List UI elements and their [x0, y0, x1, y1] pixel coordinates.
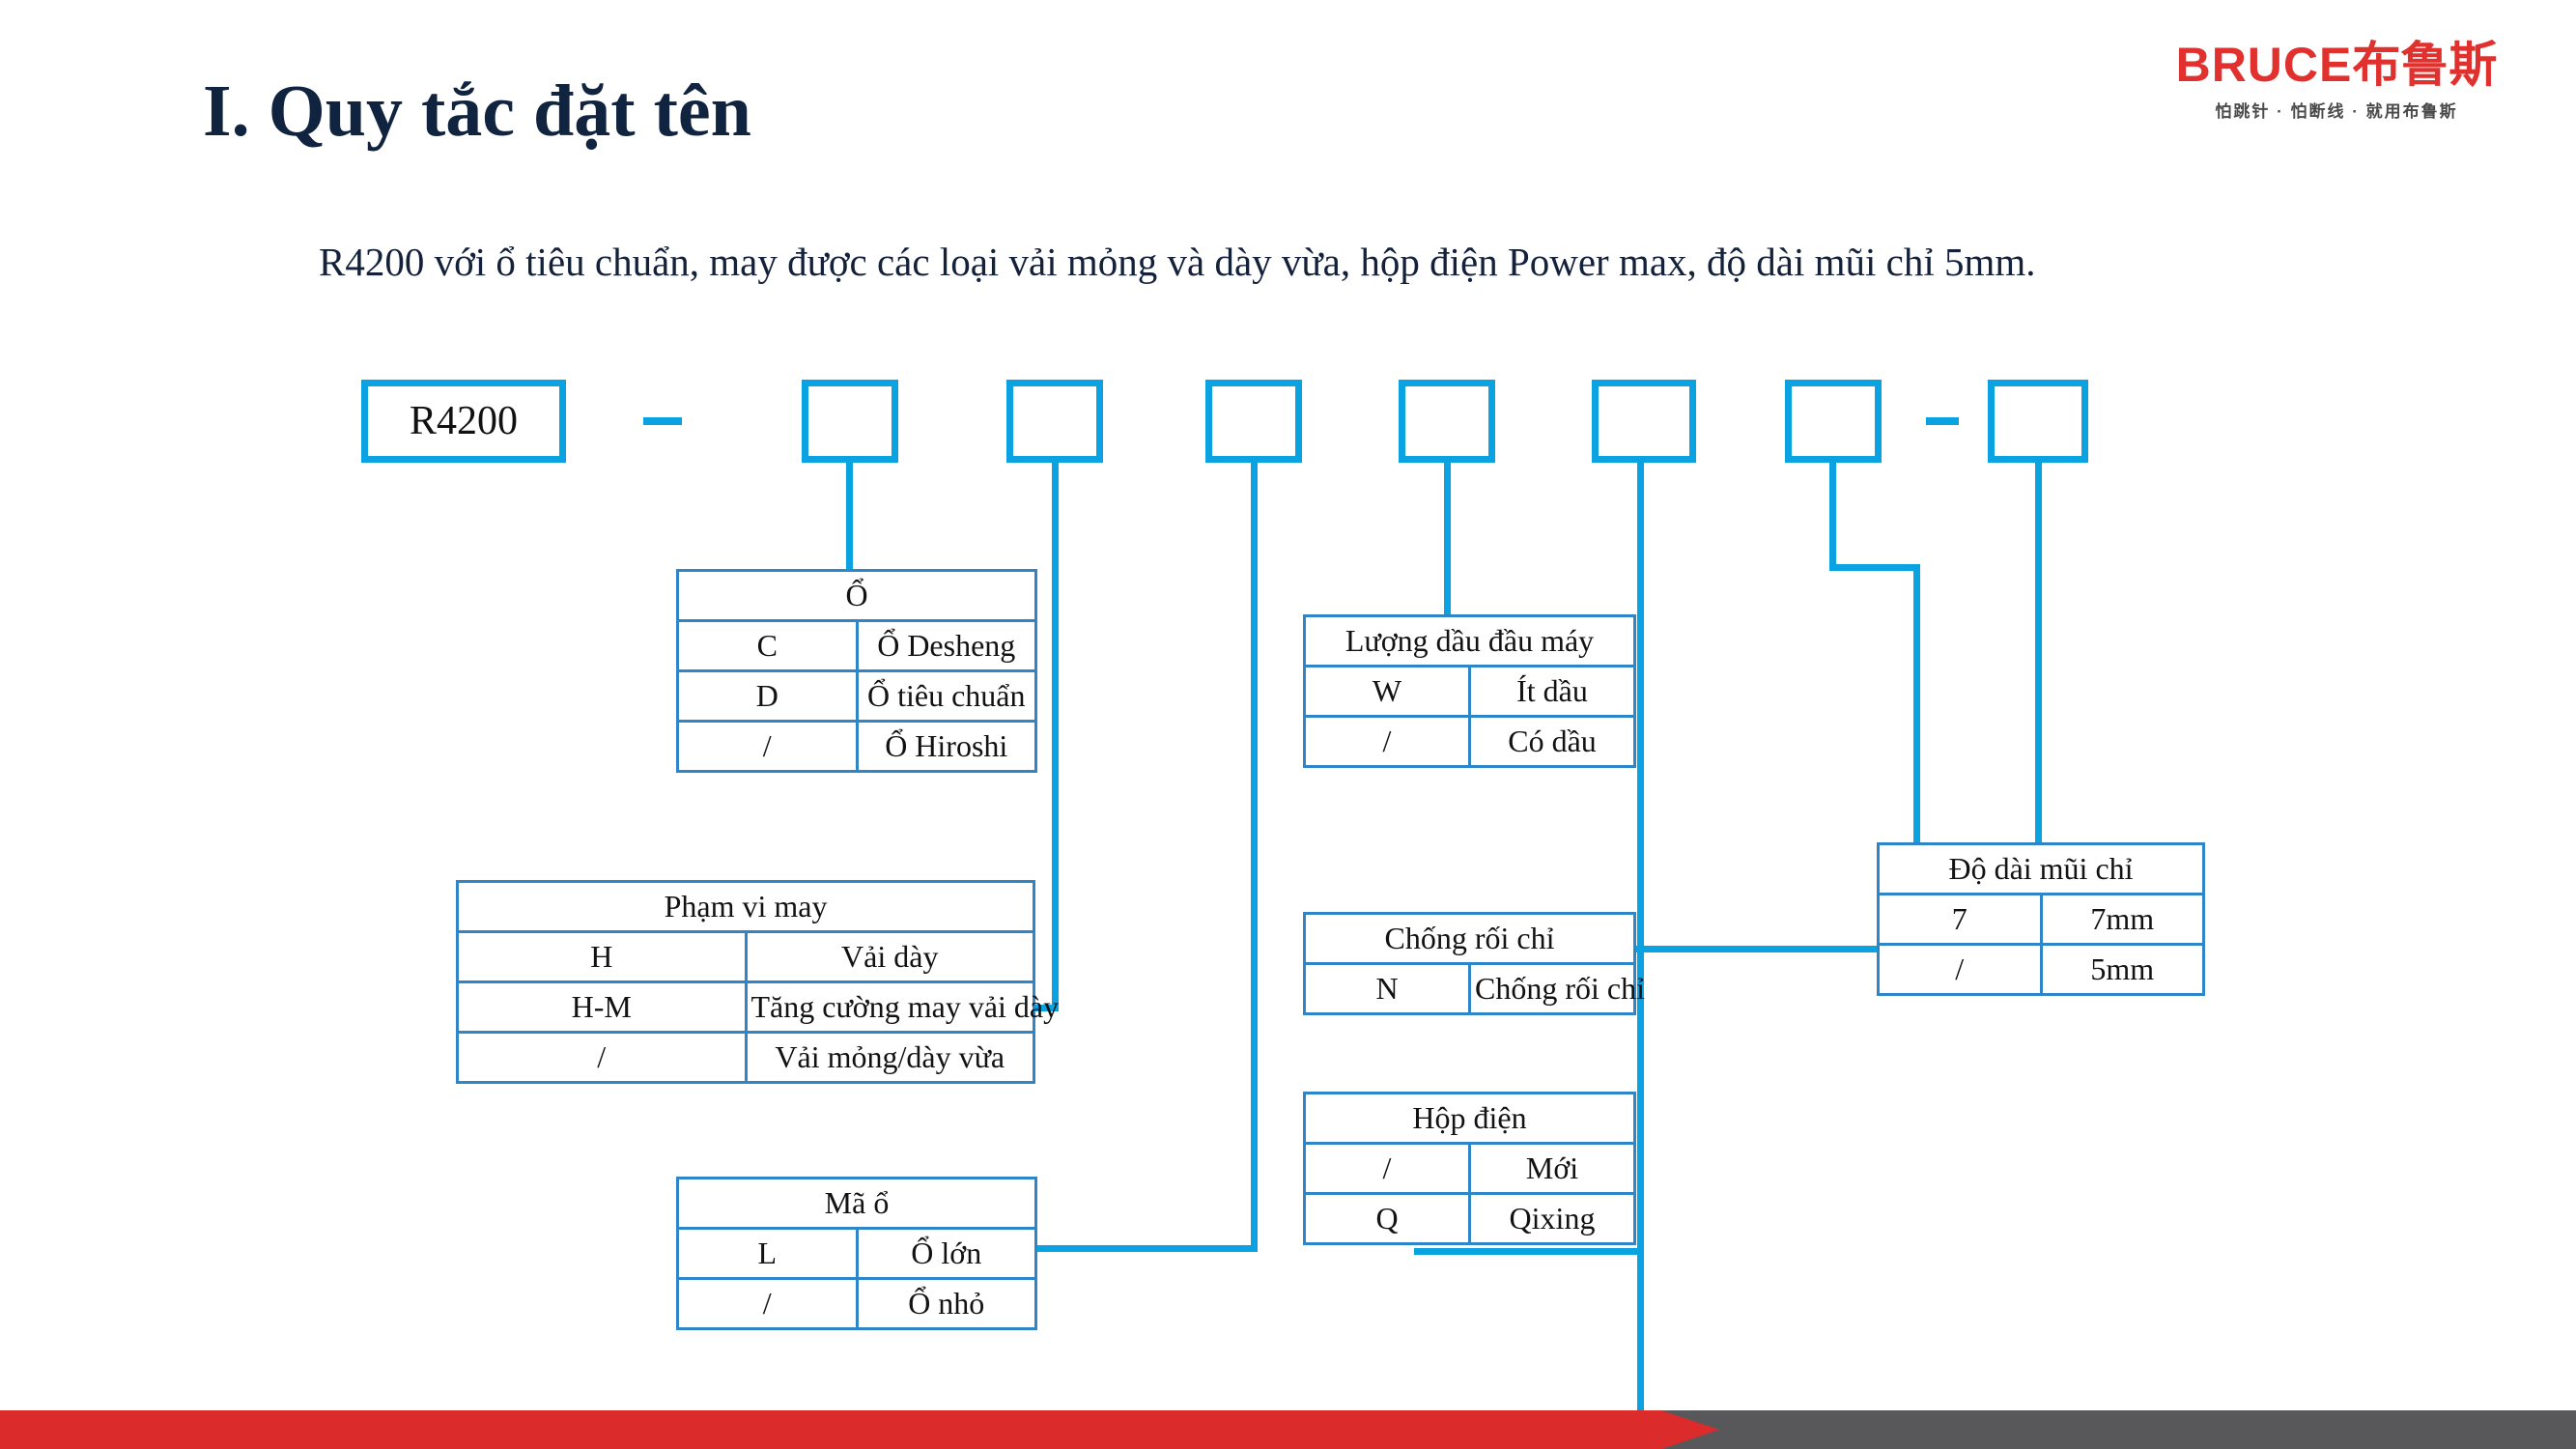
connector-box6-seg1 — [1829, 463, 1836, 571]
connector-box2-vert — [1052, 463, 1059, 1011]
table-ma-o-code-1: / — [676, 1277, 859, 1330]
brand-logo: BRUCE布鲁斯 怕跳针 · 怕断线 · 就用布鲁斯 — [2134, 41, 2539, 122]
code-box-7[interactable] — [1988, 380, 2088, 463]
connector-box5-horz — [1414, 1248, 1644, 1255]
footer-bar — [0, 1410, 2576, 1449]
table-hop-dien-desc-1: Qixing — [1468, 1192, 1636, 1245]
table-o-code-2: / — [676, 720, 859, 773]
code-box-6[interactable] — [1785, 380, 1882, 463]
footer-bar-red — [0, 1410, 1719, 1449]
table-row: / Vải mỏng/dày vừa — [456, 1031, 1035, 1084]
table-row: / Có dầu — [1303, 715, 1636, 768]
logo-latin-text: BRUCE — [2175, 38, 2353, 92]
table-row: N Chống rối chỉ — [1303, 962, 1645, 1015]
table-o-desc-1: Ổ tiêu chuẩn — [855, 669, 1037, 723]
table-header-row: Lượng dầu đầu máy — [1303, 614, 1636, 668]
table-pham-vi-may-desc-1: Tăng cường may vải dày — [744, 980, 1059, 1034]
code-box-1[interactable] — [802, 380, 898, 463]
table-row: H-M Tăng cường may vải dày — [456, 980, 1059, 1034]
table-o: Ổ C Ổ Desheng D Ổ tiêu chuẩn / Ổ Hiroshi — [676, 569, 1037, 773]
page-subtitle: R4200 với ổ tiêu chuẩn, may được các loạ… — [319, 240, 2036, 284]
table-hop-dien-desc-0: Mới — [1468, 1142, 1636, 1195]
table-header-row: Chống rối chỉ — [1303, 912, 1636, 965]
logo-tagline: 怕跳针 · 怕断线 · 就用布鲁斯 — [2215, 102, 2458, 121]
connector-box7-to-dodai — [2035, 463, 2042, 851]
table-pham-vi-may-code-2: / — [456, 1031, 748, 1084]
table-hop-dien: Hộp điện / Mới Q Qixing — [1303, 1092, 1636, 1245]
table-pham-vi-may-code-1: H-M — [456, 980, 748, 1034]
table-do-dai-mui-chi-code-1: / — [1877, 943, 2043, 996]
table-o-desc-0: Ổ Desheng — [855, 619, 1037, 672]
table-luong-dau-dau-may-code-1: / — [1303, 715, 1471, 768]
connector-box6-seg3 — [1913, 564, 1920, 952]
table-header-row: Độ dài mũi chỉ — [1877, 842, 2205, 895]
connector-box2-horz — [1033, 1005, 1059, 1011]
table-chong-roi-chi-code-0: N — [1303, 962, 1471, 1015]
table-chong-roi-chi-desc-0: Chống rối chỉ — [1468, 962, 1645, 1015]
table-row: H Vải dày — [456, 930, 1035, 983]
table-luong-dau-dau-may-code-0: W — [1303, 665, 1471, 718]
connector-box6-seg4 — [1636, 946, 1920, 952]
table-luong-dau-dau-may-header: Lượng dầu đầu máy — [1303, 614, 1636, 668]
table-row: Q Qixing — [1303, 1192, 1636, 1245]
page-title: I. Quy tắc đặt tên — [203, 71, 751, 152]
table-row: / Ổ Hiroshi — [676, 720, 1037, 773]
separator-dash-1 — [643, 417, 682, 425]
table-row: L Ổ lớn — [676, 1227, 1037, 1280]
table-o-desc-2: Ổ Hiroshi — [855, 720, 1037, 773]
connector-box3-horz — [1033, 1245, 1258, 1252]
table-header-row: Phạm vi may — [456, 880, 1035, 933]
table-do-dai-mui-chi: Độ dài mũi chỉ 7 7mm / 5mm — [1877, 842, 2205, 996]
table-ma-o-desc-1: Ổ nhỏ — [855, 1277, 1037, 1330]
code-box-2[interactable] — [1006, 380, 1103, 463]
table-hop-dien-header: Hộp điện — [1303, 1092, 1636, 1145]
code-box-3[interactable] — [1205, 380, 1302, 463]
table-row: C Ổ Desheng — [676, 619, 1037, 672]
table-hop-dien-code-0: / — [1303, 1142, 1471, 1195]
table-do-dai-mui-chi-code-0: 7 — [1877, 893, 2043, 946]
table-row: 7 7mm — [1877, 893, 2205, 946]
table-pham-vi-may: Phạm vi may H Vải dày H-M Tăng cường may… — [456, 880, 1059, 1084]
table-o-header: Ổ — [676, 569, 1037, 622]
table-chong-roi-chi: Chống rối chỉ N Chống rối chỉ — [1303, 912, 1645, 1015]
table-luong-dau-dau-may-desc-1: Có dầu — [1468, 715, 1636, 768]
table-ma-o: Mã ổ L Ổ lớn / Ổ nhỏ — [676, 1177, 1037, 1330]
table-do-dai-mui-chi-header: Độ dài mũi chỉ — [1877, 842, 2205, 895]
table-ma-o-code-0: L — [676, 1227, 859, 1280]
connector-box1-to-o — [846, 463, 853, 572]
table-pham-vi-may-header: Phạm vi may — [456, 880, 1035, 933]
connector-box3-vert — [1251, 463, 1258, 1252]
table-do-dai-mui-chi-desc-1: 5mm — [2039, 943, 2205, 996]
connector-box4-to-luongdau — [1444, 463, 1451, 617]
table-row: D Ổ tiêu chuẩn — [676, 669, 1037, 723]
table-pham-vi-may-code-0: H — [456, 930, 748, 983]
separator-dash-2 — [1926, 417, 1959, 425]
table-hop-dien-code-1: Q — [1303, 1192, 1471, 1245]
table-chong-roi-chi-header: Chống rối chỉ — [1303, 912, 1636, 965]
table-o-code-0: C — [676, 619, 859, 672]
code-box-4[interactable] — [1399, 380, 1495, 463]
connector-box5-vert — [1637, 463, 1644, 1449]
table-o-code-1: D — [676, 669, 859, 723]
table-row: / Ổ nhỏ — [676, 1277, 1037, 1330]
table-luong-dau-dau-may-desc-0: Ít dầu — [1468, 665, 1636, 718]
table-header-row: Hộp điện — [1303, 1092, 1636, 1145]
code-box-5[interactable] — [1592, 380, 1696, 463]
table-header-row: Mã ổ — [676, 1177, 1037, 1230]
table-pham-vi-may-desc-0: Vải dày — [744, 930, 1035, 983]
code-box-model[interactable]: R4200 — [361, 380, 566, 463]
table-ma-o-desc-0: Ổ lớn — [855, 1227, 1037, 1280]
logo-wordmark: BRUCE布鲁斯 — [2134, 41, 2539, 89]
table-row: / 5mm — [1877, 943, 2205, 996]
table-row: / Mới — [1303, 1142, 1636, 1195]
table-ma-o-header: Mã ổ — [676, 1177, 1037, 1230]
table-luong-dau-dau-may: Lượng dầu đầu máy W Ít dầu / Có dầu — [1303, 614, 1636, 768]
table-header-row: Ổ — [676, 569, 1037, 622]
connector-box6-seg2 — [1829, 564, 1920, 571]
table-row: W Ít dầu — [1303, 665, 1636, 718]
logo-chinese-text: 布鲁斯 — [2352, 38, 2498, 92]
table-pham-vi-may-desc-2: Vải mỏng/dày vừa — [744, 1031, 1035, 1084]
table-do-dai-mui-chi-desc-0: 7mm — [2039, 893, 2205, 946]
